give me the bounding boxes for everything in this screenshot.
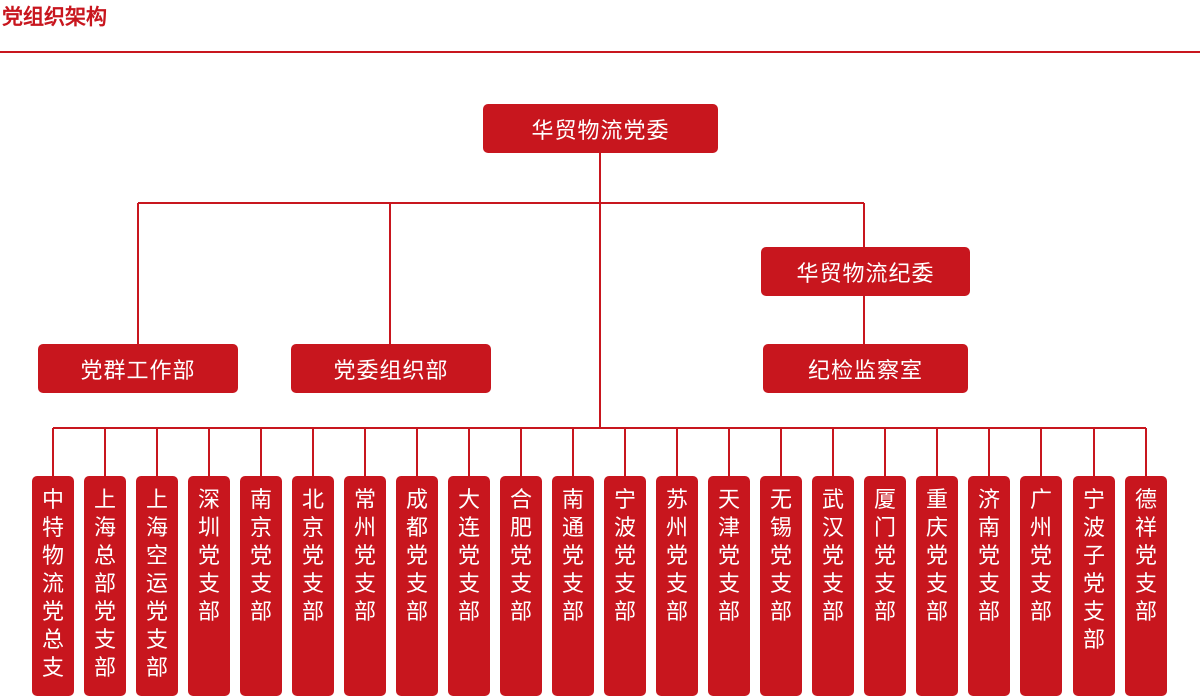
page-title: 党组织架构 [2,5,107,29]
branch-node: 深圳党支部 [188,476,230,696]
branch-node: 上海总部党支部 [84,476,126,696]
branch-node: 厦门党支部 [864,476,906,696]
branch-label: 宁波党支部 [614,488,637,625]
branch-label: 武汉党支部 [822,488,845,625]
branch-node: 成都党支部 [396,476,438,696]
department-node-party-affairs: 党群工作部 [38,344,238,393]
branch-node: 宁波党支部 [604,476,646,696]
discipline-office-label: 纪检监察室 [807,358,923,384]
root-node-label: 华贸物流党委 [531,118,670,144]
branch-node: 中特物流党总支 [32,476,74,696]
branch-label: 无锡党支部 [770,488,793,625]
branch-node: 常州党支部 [344,476,386,696]
branch-label: 宁波子党支部 [1083,488,1106,653]
branch-label: 成都党支部 [406,488,429,625]
branch-node: 合肥党支部 [500,476,542,696]
branch-label: 厦门党支部 [874,488,897,625]
department-label: 党群工作部 [80,358,196,384]
branch-label: 重庆党支部 [926,488,949,625]
branch-node: 济南党支部 [968,476,1010,696]
branch-label: 广州党支部 [1030,488,1053,625]
branch-node: 武汉党支部 [812,476,854,696]
branch-node: 大连党支部 [448,476,490,696]
branch-label: 中特物流党总支 [42,488,65,681]
branch-label: 南京党支部 [250,488,273,625]
branch-label: 常州党支部 [354,488,377,625]
branch-label: 大连党支部 [458,488,481,625]
branch-node: 南通党支部 [552,476,594,696]
branch-node: 南京党支部 [240,476,282,696]
branch-label: 南通党支部 [562,488,585,625]
branch-node: 无锡党支部 [760,476,802,696]
branch-node: 天津党支部 [708,476,750,696]
branch-label: 合肥党支部 [510,488,533,625]
branch-label: 深圳党支部 [198,488,221,625]
branch-label: 天津党支部 [718,488,741,625]
branch-node: 广州党支部 [1020,476,1062,696]
title-divider [0,51,1200,53]
branch-node: 北京党支部 [292,476,334,696]
branch-node: 上海空运党支部 [136,476,178,696]
discipline-committee-node: 华贸物流纪委 [761,247,970,296]
branch-node: 重庆党支部 [916,476,958,696]
branch-node: 宁波子党支部 [1073,476,1115,696]
branch-label: 上海空运党支部 [146,488,169,681]
branch-node: 德祥党支部 [1125,476,1167,696]
branch-node: 苏州党支部 [656,476,698,696]
department-label: 党委组织部 [333,358,449,384]
branch-label: 德祥党支部 [1135,488,1158,625]
branch-label: 上海总部党支部 [94,488,117,681]
branch-label: 济南党支部 [978,488,1001,625]
root-node: 华贸物流党委 [483,104,718,153]
discipline-office-node: 纪检监察室 [763,344,968,393]
department-node-organization: 党委组织部 [291,344,491,393]
branch-label: 苏州党支部 [666,488,689,625]
branch-label: 北京党支部 [302,488,325,625]
discipline-committee-label: 华贸物流纪委 [796,261,935,287]
